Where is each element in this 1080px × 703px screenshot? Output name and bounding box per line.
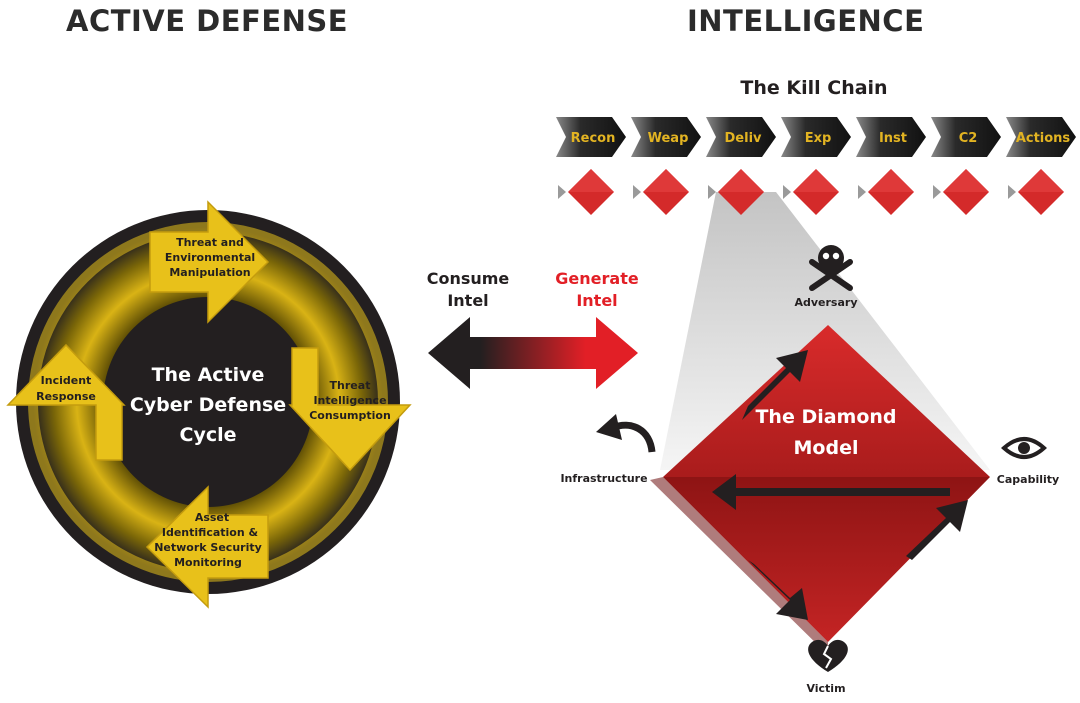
infrastructure-label: Infrastructure <box>560 472 647 485</box>
active-defense-heading: ACTIVE DEFENSE <box>66 4 349 38</box>
curved-arrow-icon <box>596 414 656 453</box>
kill-chain-pointer <box>858 185 866 199</box>
kill-chain-stage-label: C2 <box>959 131 978 146</box>
bidirectional-exchange-arrow <box>428 317 638 389</box>
kill-chain-chevron <box>706 117 776 157</box>
skull-crossbones-icon <box>809 245 853 291</box>
diamond-title-line-1: The Diamond <box>755 406 896 428</box>
adversary-label: Adversary <box>794 296 857 309</box>
kill-chain-stage-c2: C2 <box>931 117 1001 157</box>
kill-chain-pointer <box>933 185 941 199</box>
kill-chain-stage-label: Weap <box>648 131 689 146</box>
active-defense-cycle: Threat and Environmental Manipulation Th… <box>6 200 412 609</box>
consume-intel-line-2: Intel <box>447 291 488 310</box>
diamond-arrow-down <box>748 560 808 620</box>
diamond-upper-half <box>663 325 990 477</box>
cycle-title-line-3: Cycle <box>180 424 237 446</box>
arrow-label-right-line-1: Threat <box>330 379 371 392</box>
cycle-title-line-1: The Active <box>152 364 265 386</box>
consume-intel-line-1: Consume <box>427 269 510 288</box>
diamond-arrow-right <box>906 500 968 560</box>
kill-chain-chevron <box>556 117 626 157</box>
kill-chain-chevron <box>931 117 1001 157</box>
intel-exchange: Consume Intel Generate Intel <box>427 269 639 389</box>
arrow-label-top-line-1: Threat and <box>176 236 244 249</box>
arrow-label-top-line-3: Manipulation <box>169 266 250 279</box>
diamond-arrow-up <box>742 350 808 420</box>
arrow-label-bottom-line-1: Asset <box>195 511 229 524</box>
incident-response-arrow: Incident Response <box>6 343 126 461</box>
kill-chain-pointer <box>558 185 566 199</box>
kill-chain-pointer <box>633 185 641 199</box>
kill-chain-stage-deliv: Deliv <box>706 117 776 157</box>
threat-intelligence-consumption-arrow: Threat Intelligence Consumption <box>288 347 412 472</box>
kill-chain-title: The Kill Chain <box>740 77 887 99</box>
kill-chain-stage-label: Inst <box>879 131 907 146</box>
arrow-label-top-line-2: Environmental <box>165 251 255 264</box>
kill-chain-chevron <box>631 117 701 157</box>
kill-chain-stage-inst: Inst <box>856 117 926 157</box>
kill-chain-stage-exp: Exp <box>781 117 851 157</box>
arrow-label-bottom-line-3: Network Security <box>154 541 262 554</box>
kill-chain-stage-label: Actions <box>1016 131 1071 146</box>
diamond-model: The Diamond Model Adversary Infrastructu… <box>560 245 1059 695</box>
kill-chain-stage-weap: Weap <box>631 117 701 157</box>
kill-chain-stage-label: Recon <box>571 131 616 146</box>
kill-chain-chevron <box>856 117 926 157</box>
cycle-title-line-2: Cyber Defense <box>130 394 286 416</box>
kill-chain-pointer <box>783 185 791 199</box>
kill-chain-stage-label: Exp <box>805 131 832 146</box>
kill-chain-pointer <box>1008 185 1016 199</box>
kill-chain-chevron <box>1006 117 1076 157</box>
arrow-label-bottom-line-2: Identification & <box>162 526 259 539</box>
kill-chain-stage-label: Deliv <box>725 131 763 146</box>
diamond-lower-half <box>663 477 990 642</box>
broken-heart-icon <box>808 639 848 672</box>
generate-intel-line-2: Intel <box>576 291 617 310</box>
kill-chain-chevron <box>781 117 851 157</box>
eye-icon <box>1001 437 1047 459</box>
kill-chain-pointer <box>708 185 716 199</box>
arrow-label-left-line-2: Response <box>36 390 96 403</box>
kill-chain-stage-recon: Recon <box>556 117 626 157</box>
generate-intel-line-1: Generate <box>555 269 639 288</box>
arrow-label-bottom-line-4: Monitoring <box>174 556 242 569</box>
capability-label: Capability <box>997 473 1059 486</box>
asset-identification-monitoring-arrow: Asset Identification & Network Security … <box>145 485 269 609</box>
intelligence-heading: INTELLIGENCE <box>687 4 925 38</box>
kill-chain-stage-actions: Actions <box>1006 117 1076 157</box>
cycle-center-disk <box>103 297 313 507</box>
victim-label: Victim <box>806 682 845 695</box>
arrow-label-right-line-3: Consumption <box>309 409 391 422</box>
arrow-label-right-line-2: Intelligence <box>313 394 386 407</box>
arrow-label-left-line-1: Incident <box>41 374 92 387</box>
diamond-arrow-left <box>712 474 950 510</box>
diamond-title-line-2: Model <box>794 437 859 459</box>
threat-environmental-manipulation-arrow: Threat and Environmental Manipulation <box>149 200 270 324</box>
